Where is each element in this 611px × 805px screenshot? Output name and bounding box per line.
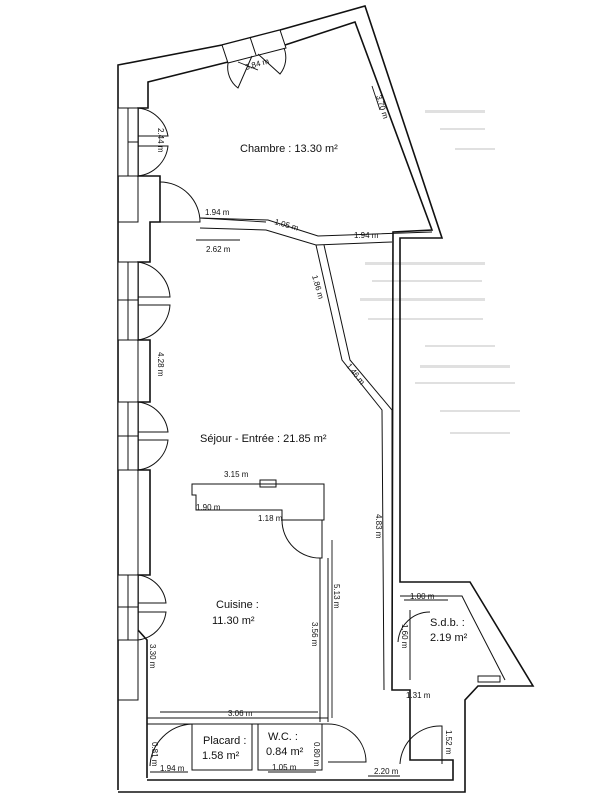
door-entrance-arc	[399, 725, 443, 765]
dim-3-15: 3.15 m	[224, 470, 249, 479]
dim-4-28: 4.28 m	[156, 352, 165, 377]
dim-1-00: 1.00 m	[410, 592, 435, 601]
room-area-placard: 1.58 m²	[202, 750, 240, 762]
left-windows	[117, 107, 171, 701]
dim-line-3-70	[371, 85, 381, 111]
window-living-1	[117, 261, 171, 341]
wall-post	[117, 639, 139, 701]
window-swing-arc	[227, 55, 253, 89]
bathroom-wall-top	[400, 595, 506, 681]
window-kitchen	[117, 574, 167, 641]
noise-mark	[420, 365, 510, 368]
dim-1-94c: 1.94 m	[160, 764, 185, 773]
kitchen-partition	[191, 483, 325, 521]
window-swing-arc	[137, 439, 169, 471]
room-area-cuisine: 11.30 m²	[212, 615, 255, 627]
window-living-2	[117, 401, 169, 471]
dim-3-30: 3.30 m	[148, 644, 157, 669]
wall-post	[117, 339, 139, 403]
partition-bedroom-bottom	[199, 227, 393, 246]
wall-post	[117, 175, 139, 223]
window-frame	[221, 29, 287, 64]
noise-mark	[450, 432, 510, 434]
dim-1-31: 1.31 m	[406, 691, 431, 700]
outer-walls	[117, 5, 535, 793]
room-label-sejour: Séjour - Entrée : 21.85 m²	[200, 433, 327, 445]
window-swing-arc	[137, 611, 167, 641]
dim-1-46: 1.46 m	[344, 362, 366, 387]
dimension-lines	[150, 61, 448, 777]
placard-box	[191, 723, 253, 771]
noise-mark	[372, 280, 482, 282]
dim-line-3-84	[237, 61, 259, 71]
dim-3-06: 3.06 m	[228, 709, 253, 718]
dim-5-13: 5.13 m	[332, 584, 341, 609]
noise-mark	[360, 298, 485, 301]
window-swing-arc	[137, 304, 171, 341]
door-kitchen-arc	[281, 519, 323, 559]
room-area-sdb: 2.19 m²	[430, 632, 468, 644]
top-window	[221, 29, 287, 89]
room-labels: Chambre : 13.30 m² Séjour - Entrée : 21.…	[200, 143, 468, 762]
room-area-wc: 0.84 m²	[266, 746, 304, 758]
dim-4-83: 4.83 m	[374, 514, 383, 539]
room-label-sdb: S.d.b. :	[430, 617, 465, 629]
partition-bedroom-top	[199, 217, 433, 237]
window-swing-arc	[137, 401, 169, 433]
inner-wall-line	[137, 20, 454, 781]
wc-box	[257, 723, 323, 771]
door-bedroom-arc	[159, 181, 201, 223]
window-swing-arc	[137, 574, 167, 604]
dim-2-20: 2.20 m	[374, 767, 399, 776]
outer-wall-line	[117, 5, 535, 793]
noise-mark	[440, 128, 485, 130]
noise-mark	[415, 382, 515, 384]
dim-1-18: 1.18 m	[258, 514, 283, 523]
kitchen-vent	[259, 479, 277, 488]
dim-0-80: 0.80 m	[312, 742, 321, 767]
room-label-chambre: Chambre : 13.30 m²	[240, 143, 338, 155]
window-swing-arc	[137, 145, 169, 177]
window-swing-arc	[137, 261, 171, 298]
bathroom-window	[477, 675, 501, 683]
room-label-cuisine: Cuisine :	[216, 599, 259, 611]
dim-0-81: 0.81 m	[150, 742, 159, 767]
dim-2-62: 2.62 m	[206, 245, 231, 254]
dim-1-94a: 1.94 m	[205, 208, 230, 217]
noise-mark	[440, 410, 520, 412]
noise-mark	[425, 345, 495, 347]
noise-mark	[365, 262, 485, 265]
door-placard-arc	[149, 723, 193, 767]
dim-3-70: 3.70 m	[374, 94, 390, 120]
dim-1-05b: 1.05 m	[272, 763, 297, 772]
dim-3-56: 3.56 m	[310, 622, 319, 647]
noise-mark	[368, 318, 483, 320]
scan-noise	[360, 110, 520, 434]
interior-walls	[147, 181, 506, 771]
dim-1-05a: 1.05 m	[273, 217, 299, 232]
wall-post	[117, 469, 139, 576]
noise-mark	[425, 110, 485, 113]
door-bathroom-arc	[397, 611, 431, 643]
dim-1-52: 1.52 m	[444, 730, 453, 755]
window-swing-arc	[137, 107, 169, 137]
window-mullion	[249, 36, 257, 56]
room-label-placard: Placard :	[203, 735, 246, 747]
noise-mark	[455, 148, 495, 150]
room-label-wc: W.C. :	[268, 731, 298, 743]
door-wc-arc	[327, 723, 367, 763]
dim-1-90: 1.90 m	[196, 503, 221, 512]
dim-1-94b: 1.94 m	[354, 231, 379, 240]
window-bedroom	[117, 107, 169, 177]
diagonal-wall-inner	[323, 244, 393, 690]
window-swing-arc	[257, 47, 287, 75]
dim-1-60: 1.60 m	[400, 624, 409, 649]
diagonal-wall-outer	[315, 244, 385, 691]
dim-line-1-94	[199, 217, 267, 223]
dim-2-44: 2.44 m	[156, 128, 165, 153]
